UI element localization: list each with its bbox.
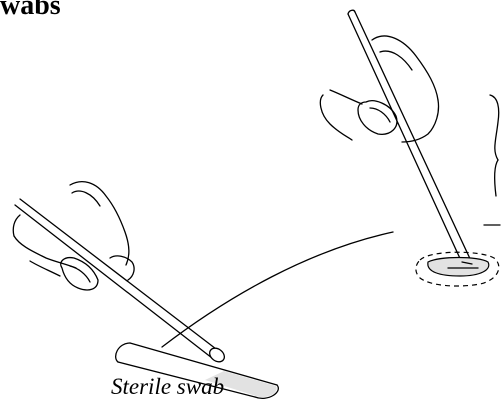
hand-icon [320,36,438,142]
caption-sterile-swab: Sterile swab [111,374,224,400]
swab-icon [15,199,227,365]
brace-icon [484,95,500,225]
wound-icon [416,252,499,286]
connector-line [162,232,393,347]
hand-icon [13,182,134,290]
